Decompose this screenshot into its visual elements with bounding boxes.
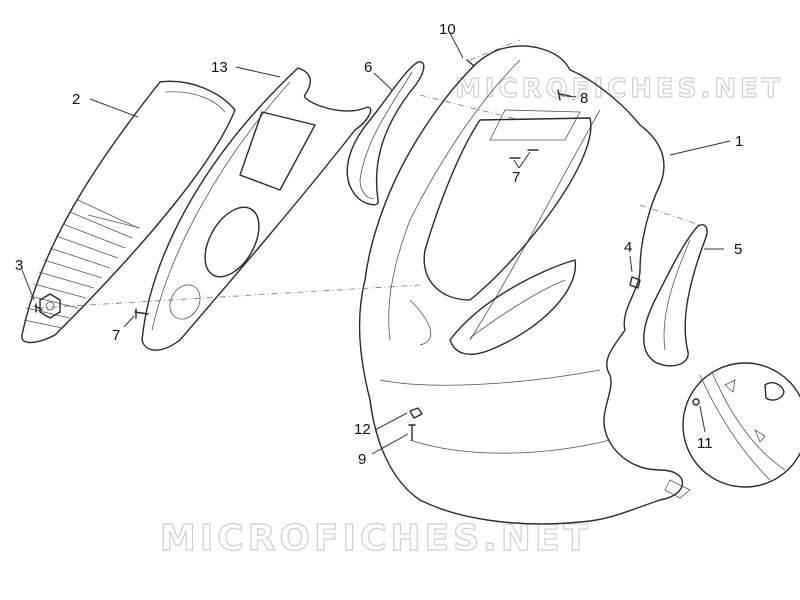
callout-3: 3 [15,257,23,274]
part-4-clip [629,276,641,289]
callout-2: 2 [72,91,80,108]
alignment-line [419,94,521,121]
part-1-front-shield [358,45,691,525]
part-7-screw-left [134,308,149,319]
callout-numbers: 1 2 3 4 5 6 7 7 8 9 10 11 12 13 [15,21,743,468]
callout-4: 4 [624,239,632,256]
callout-10: 10 [439,21,456,38]
alignment-line [469,39,521,61]
part-6-trim-strip [346,61,425,206]
callout-7-center: 7 [512,169,520,186]
callout-13: 13 [211,59,228,76]
callout-12: 12 [354,421,371,438]
part-7-screws-center [509,149,539,159]
part-3-screw [34,303,43,313]
callout-8: 8 [580,90,588,107]
detail-inset [682,362,800,488]
alignment-line [559,94,576,101]
part-12-nut [409,407,423,419]
alignment-line [639,204,701,226]
part-9-bolt [408,424,416,441]
callout-1: 1 [735,133,743,150]
part-8-screw [557,89,571,101]
leader-lines [21,32,731,455]
watermark-bottom: MICROFICHES.NET [160,518,592,559]
alignment-line [37,284,421,309]
callout-11: 11 [697,435,713,452]
small-fasteners [34,59,641,441]
callout-5: 5 [734,241,742,258]
part-5-side-panel [643,224,708,367]
watermark-top: MICROFICHES.NET [455,74,784,104]
part-13-inner-frame [141,67,372,351]
callout-7-left: 7 [112,327,120,344]
part-2-grille-cover [21,80,236,344]
callout-6: 6 [364,59,372,76]
part-10-screw [466,59,475,67]
callout-9: 9 [358,451,366,468]
